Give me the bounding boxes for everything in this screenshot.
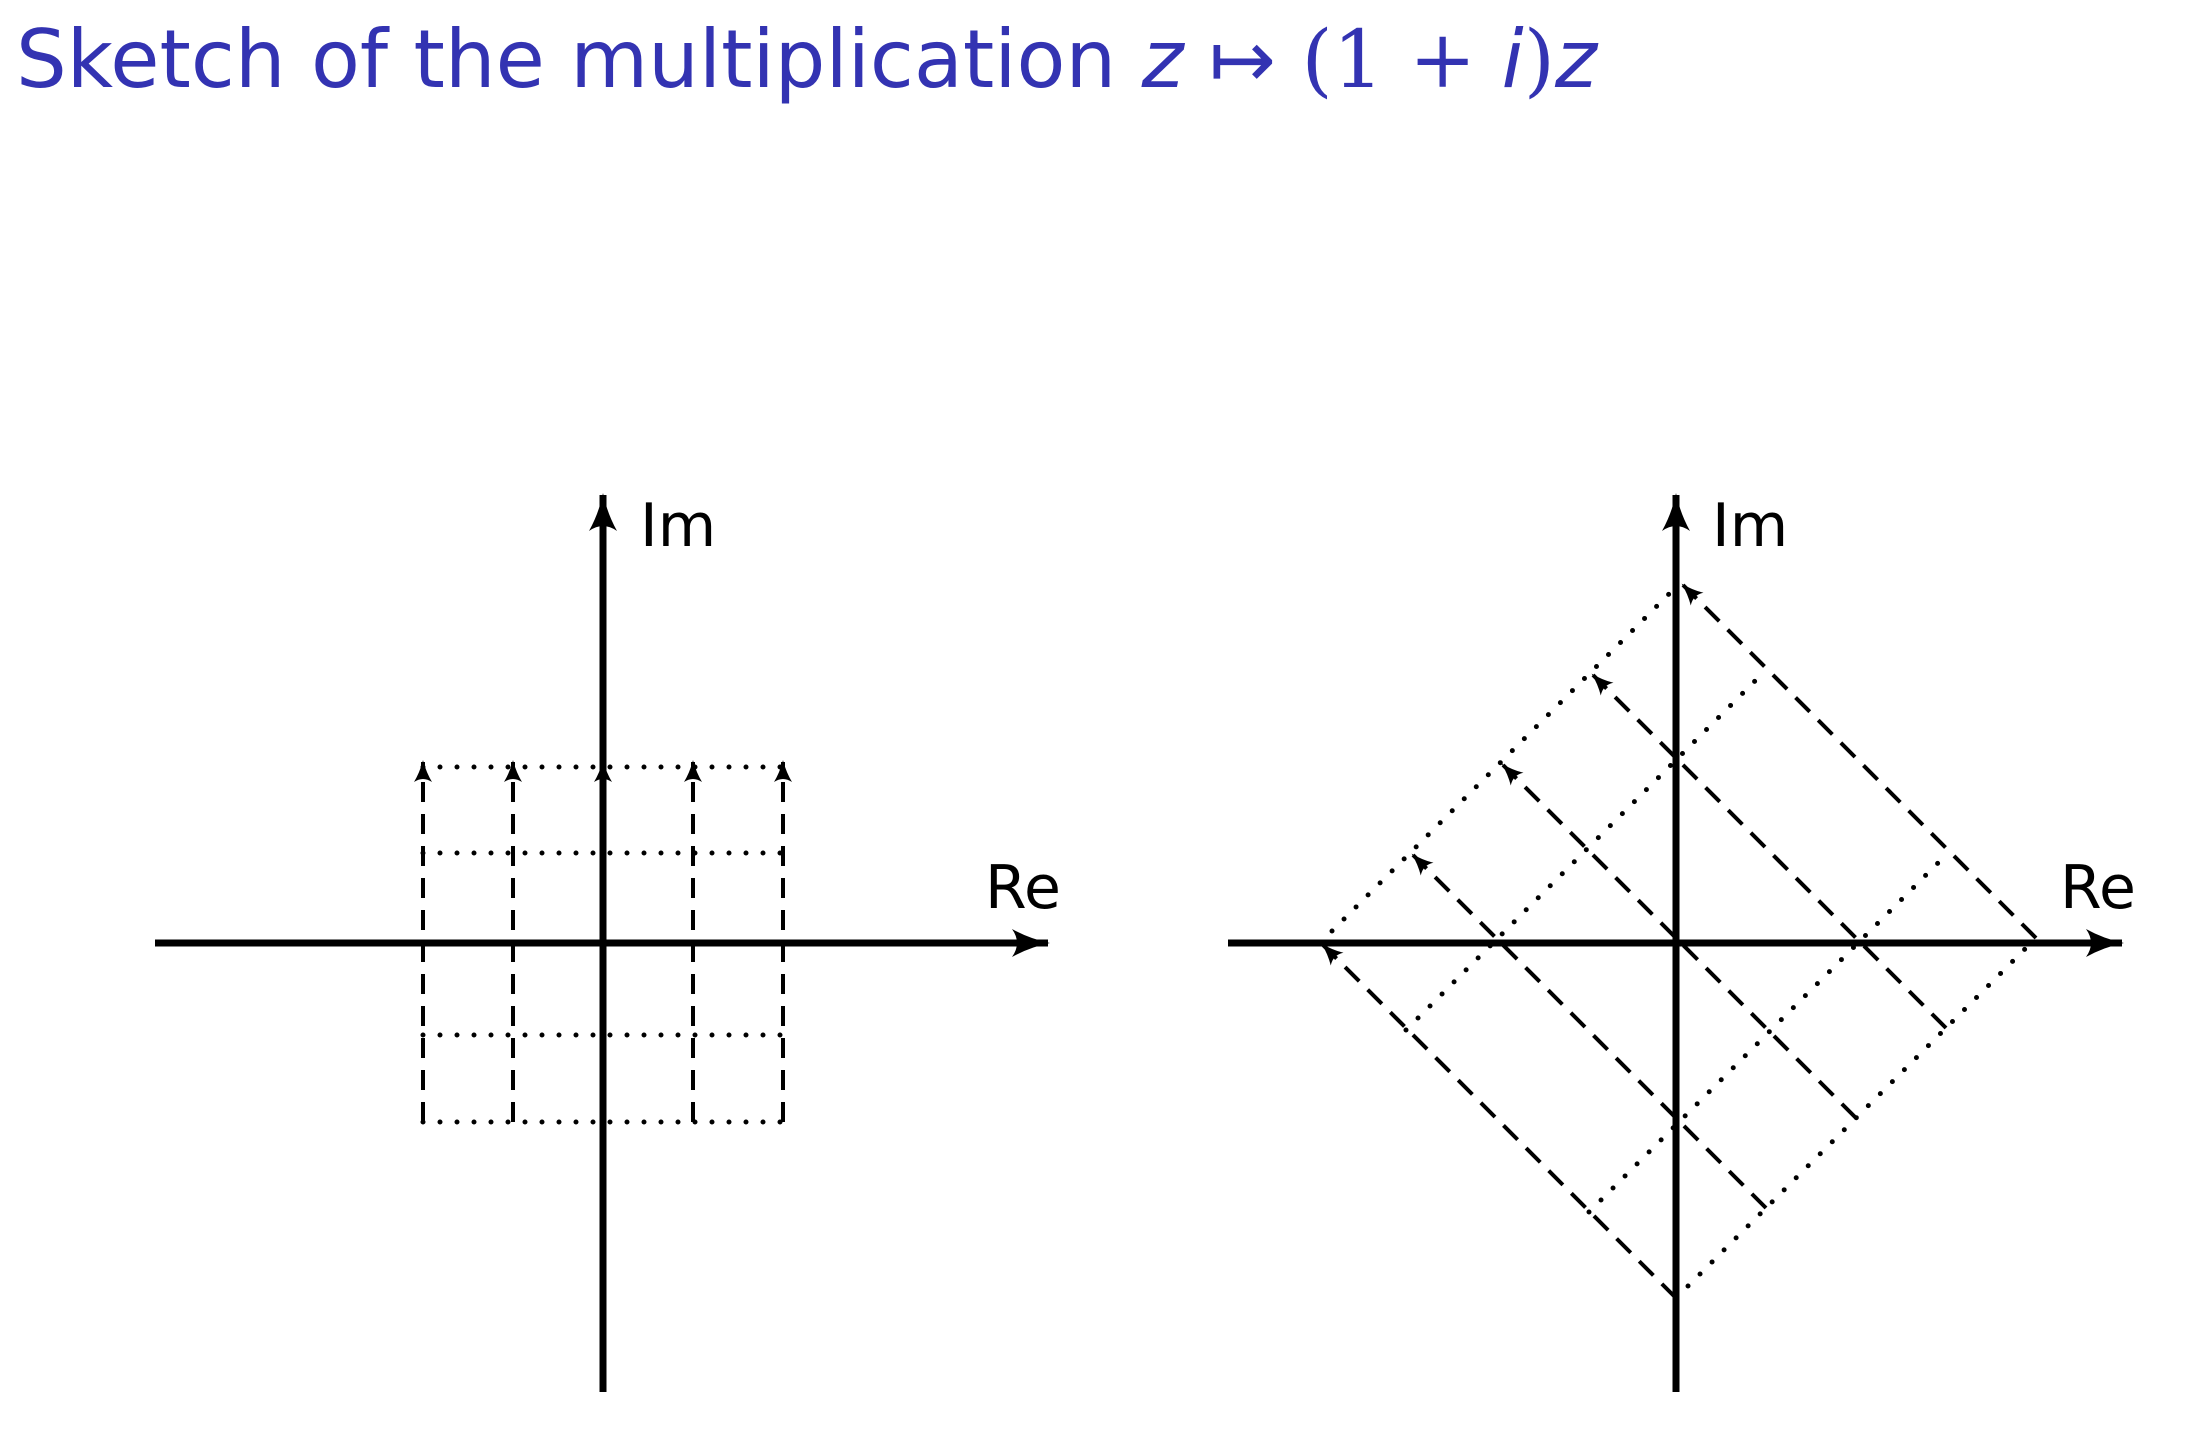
right-im-label: Im [1712,491,1788,561]
title-plus: + [1409,13,1477,106]
title-var-z: z [1141,13,1184,106]
title-lparen: ( [1301,13,1333,106]
right-dotted-line [1403,667,1769,1033]
right-dotted-line [1586,849,1952,1215]
right-dotted-line [1317,580,1683,946]
right-re-label: Re [2060,853,2136,923]
title-i: i [1501,13,1524,106]
left-re-label: Re [985,853,1061,923]
title-var-z2: z [1554,13,1597,106]
left-im-label: Im [640,491,716,561]
title-one: 1 [1332,13,1384,106]
right-dashed-arrow [1411,853,1768,1210]
right-dashed-arrow [1321,943,1678,1300]
right-dashed-arrow [1591,673,1948,1030]
page-title: Sketch of the multiplication z ↦ (1 + i)… [16,12,1597,108]
right-diagram: Im Re [1228,491,2136,1392]
right-dashed-arrow [1501,763,1858,1120]
title-text: Sketch of the multiplication [16,13,1117,106]
title-mapsto: ↦ [1209,13,1277,106]
title-rparen: ) [1523,13,1555,106]
left-diagram: Im Re [155,491,1061,1392]
right-dashed-lines [1321,583,2038,1300]
right-dashed-arrow [1681,583,2038,940]
